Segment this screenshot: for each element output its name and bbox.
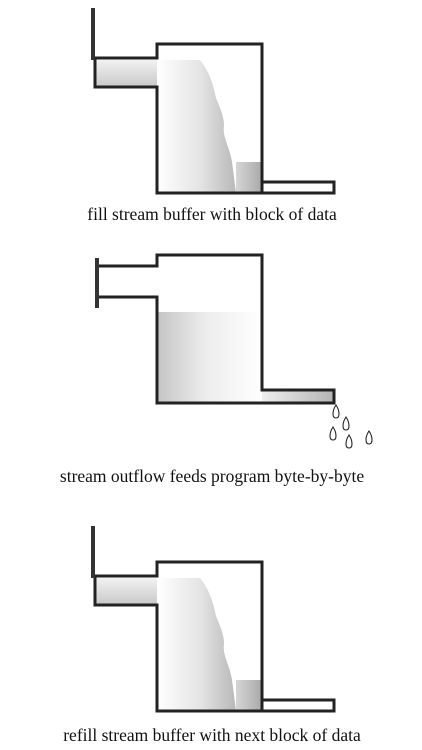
- panel-refill: refill stream buffer with next block of …: [63, 526, 361, 745]
- buffer-tank-refilling: [91, 526, 336, 713]
- buffer-tank-draining: [95, 253, 373, 449]
- tank-outline: [93, 42, 336, 195]
- caption-fill: fill stream buffer with block of data: [87, 204, 337, 224]
- droplet: [329, 426, 337, 441]
- inlet-fluid: [96, 578, 157, 605]
- tank-outline: [93, 560, 336, 713]
- falling-fluid: [157, 60, 236, 193]
- buffer-tank-filling: [91, 8, 336, 195]
- droplet: [345, 434, 353, 449]
- tank-outline: [97, 253, 336, 405]
- panel-fill: fill stream buffer with block of data: [87, 8, 337, 224]
- outflow-droplets: [329, 404, 373, 449]
- caption-drain: stream outflow feeds program byte-by-byt…: [60, 466, 364, 486]
- outlet-fluid: [262, 390, 334, 403]
- pooled-fluid: [236, 162, 262, 193]
- panel-drain: stream outflow feeds program byte-by-byt…: [60, 253, 373, 486]
- droplet: [332, 404, 340, 419]
- falling-fluid: [157, 578, 236, 711]
- inlet-fluid: [96, 60, 157, 87]
- tank-fluid: [157, 312, 262, 403]
- pooled-fluid: [236, 680, 262, 711]
- caption-refill: refill stream buffer with next block of …: [63, 725, 361, 745]
- droplet: [342, 416, 350, 431]
- droplet: [365, 430, 373, 445]
